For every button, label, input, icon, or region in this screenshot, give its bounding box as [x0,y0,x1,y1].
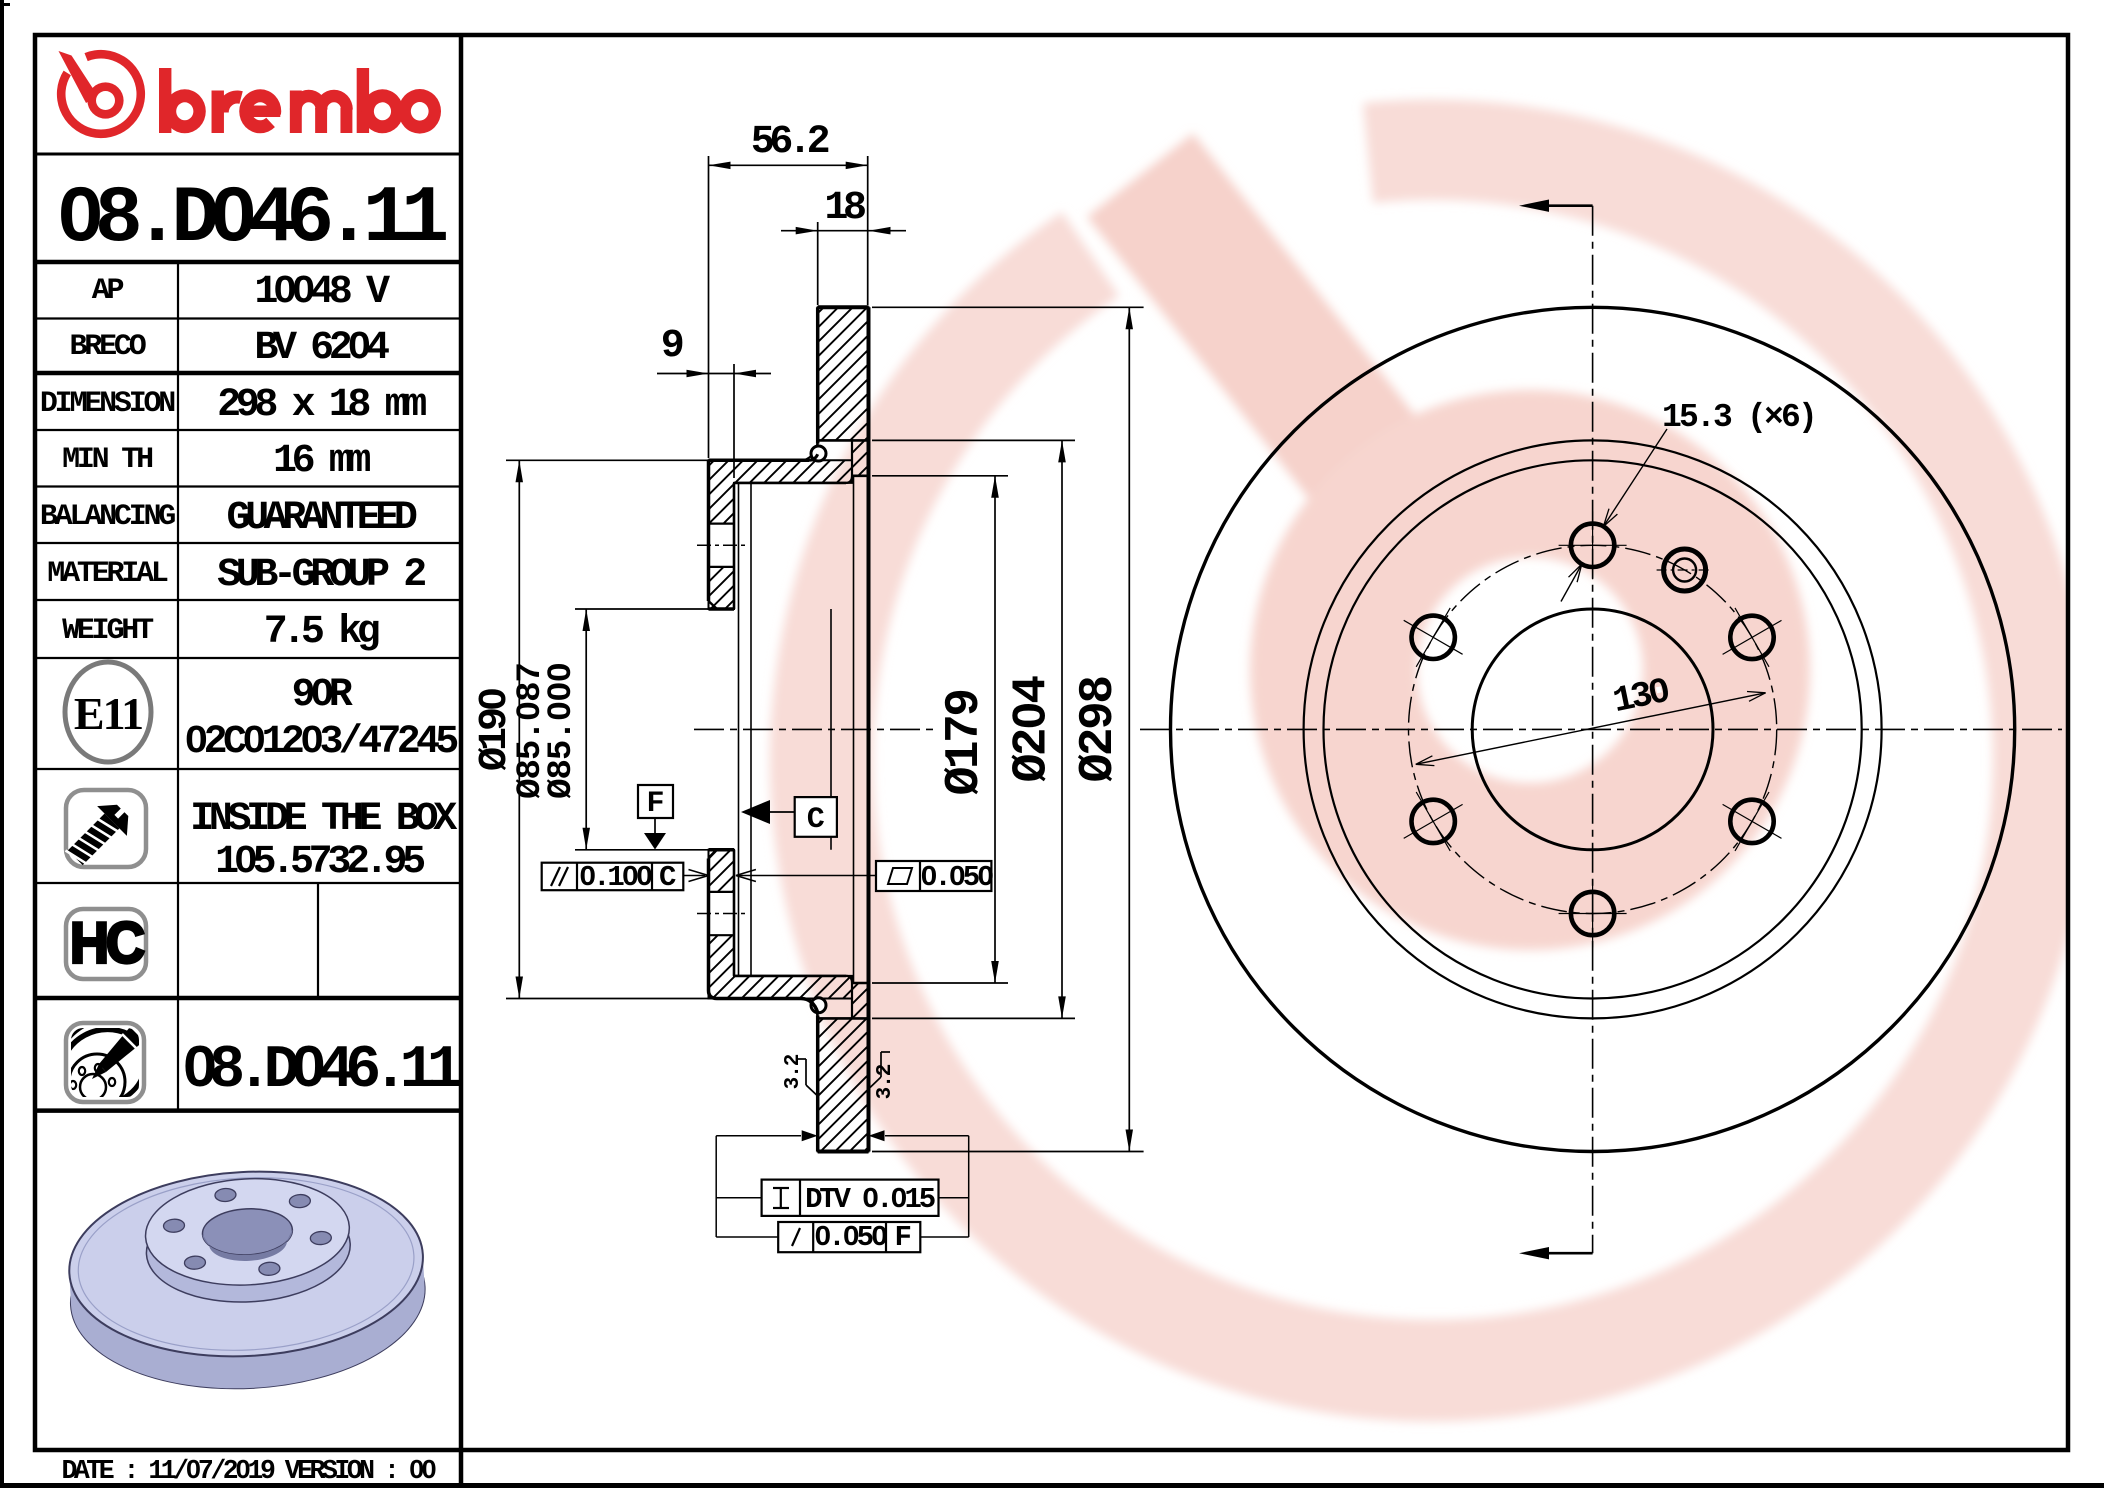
svg-text:C: C [659,861,676,894]
svg-text:Ø190: Ø190 [473,689,518,771]
svg-text:3.2: 3.2 [874,1064,897,1099]
svg-text:WEIGHT: WEIGHT [62,614,154,648]
svg-text:18: 18 [824,186,865,231]
svg-text:3.2: 3.2 [782,1054,805,1089]
svg-text:90R: 90R [292,673,353,718]
svg-text:0.100: 0.100 [579,861,652,894]
svg-text:08.D046.11: 08.D046.11 [56,174,446,265]
svg-text:10048 V: 10048 V [254,270,390,315]
svg-text:BALANCING: BALANCING [40,500,175,534]
svg-text:F: F [894,1221,911,1254]
svg-text:02C01203/47245: 02C01203/47245 [184,720,457,765]
svg-text:105.5732.95: 105.5732.95 [215,840,424,885]
svg-text:DATE : 11/07/2019 VERSION : 00: DATE : 11/07/2019 VERSION : 00 [62,1456,437,1486]
svg-text:INSIDE THE BOX: INSIDE THE BOX [190,797,457,842]
svg-text:E11: E11 [74,688,142,739]
svg-text:HC: HC [70,911,144,975]
svg-text:16 mm: 16 mm [273,439,370,484]
svg-text:MATERIAL: MATERIAL [47,557,168,591]
svg-text:56.2: 56.2 [751,120,829,165]
svg-text:C: C [807,803,825,837]
svg-text:BRECO: BRECO [69,330,145,364]
svg-text:298 x 18 mm: 298 x 18 mm [217,383,426,428]
svg-text:Ø298: Ø298 [1072,677,1126,783]
svg-text:7.5 kg: 7.5 kg [264,610,379,655]
svg-text:Ø204: Ø204 [1006,676,1060,783]
svg-text:15.3 (×6): 15.3 (×6) [1662,399,1815,436]
svg-text:Ø179: Ø179 [938,691,992,796]
svg-text:Ø85.000: Ø85.000 [543,663,581,799]
svg-text:F: F [646,787,664,821]
svg-text:Ø85.087: Ø85.087 [512,663,550,799]
svg-text:GUARANTEED: GUARANTEED [226,496,416,541]
svg-text:08.D046.11: 08.D046.11 [182,1037,461,1105]
svg-text:AP: AP [92,274,124,308]
svg-text:DTV 0.015: DTV 0.015 [805,1183,935,1216]
svg-text:SUB-GROUP 2: SUB-GROUP 2 [217,553,425,598]
svg-text:0.050: 0.050 [920,861,993,894]
svg-text:BV 6204: BV 6204 [254,326,389,371]
svg-text:MIN TH: MIN TH [62,443,152,477]
svg-text:DIMENSION: DIMENSION [40,387,175,421]
svg-text:0.050: 0.050 [814,1221,887,1254]
